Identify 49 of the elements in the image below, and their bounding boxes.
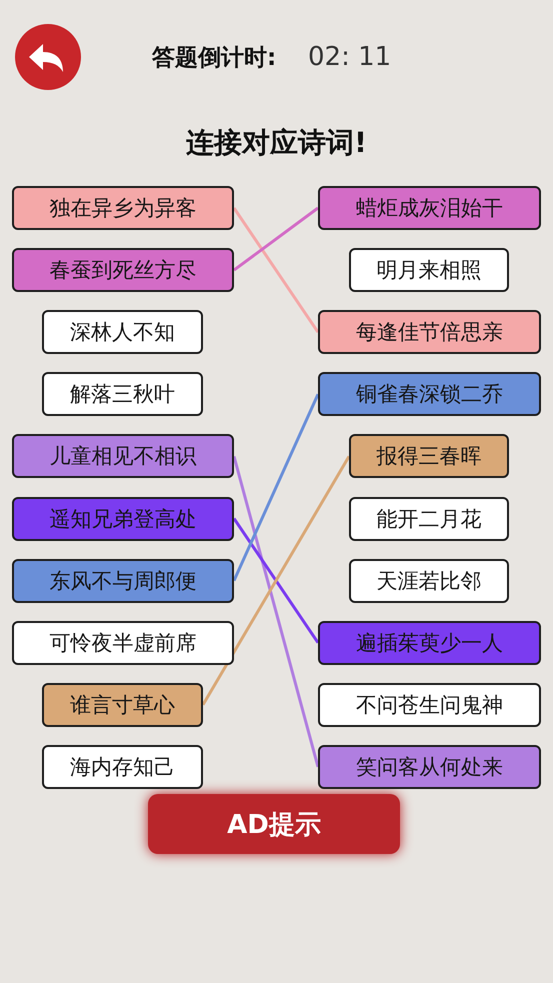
poem-line: 遍插茱萸少一人	[356, 630, 503, 657]
answer-card	[318, 186, 541, 230]
answer-card	[349, 434, 509, 478]
answer-card	[12, 434, 234, 478]
connector-line	[232, 207, 320, 334]
connector-line	[232, 518, 320, 644]
poem-line: 报得三春晖	[376, 443, 482, 470]
answer-card	[318, 682, 541, 727]
answer-card	[12, 558, 234, 603]
poem-line: 独在异乡为异客	[50, 195, 196, 222]
hint-button: AD提示	[148, 794, 400, 854]
poem-line: 每逢佳节倍思亲	[356, 319, 503, 346]
poem-line: 可怜夜半虚前席	[50, 630, 196, 657]
poem-line: 明月来相照	[376, 257, 482, 284]
timer-label: 答题倒计时:	[152, 44, 276, 73]
answer-card	[318, 620, 541, 665]
poem-line: 深林人不知	[70, 319, 175, 346]
answer-card	[349, 558, 509, 603]
poem-line: 海内存知己	[70, 754, 175, 781]
poem-line: 春蚕到死丝方尽	[50, 257, 196, 284]
answer-card	[12, 186, 234, 230]
poem-line: 解落三秋叶	[70, 381, 175, 408]
poem-line: 铜雀春深锁二乔	[356, 381, 503, 408]
connector-line	[232, 456, 320, 768]
poem-line: 谁言寸草心	[70, 692, 175, 719]
answer-card	[42, 744, 203, 789]
poem-line: 东风不与周郎便	[50, 568, 196, 595]
heading: 连接对应诗词!	[185, 125, 368, 161]
poem-line: 笑问客从何处来	[356, 754, 503, 781]
answer-card	[12, 496, 234, 540]
answer-card	[12, 620, 234, 665]
connector-line	[202, 456, 350, 706]
poem-line: 遥知兄弟登高处	[50, 506, 196, 532]
poem-line: 蜡炬成灰泪始干	[356, 195, 503, 222]
answer-card	[42, 372, 203, 416]
poem-line: 不问苍生问鬼神	[356, 692, 503, 719]
answer-card	[318, 744, 541, 789]
answer-card	[349, 496, 509, 540]
answer-card	[42, 310, 203, 354]
answer-card	[349, 248, 509, 292]
connector-line	[232, 394, 320, 582]
answer-card	[318, 372, 541, 416]
poem-line: 儿童相见不相识	[50, 443, 196, 470]
answer-card	[12, 248, 234, 292]
timer-value: 02: 11	[308, 42, 392, 72]
answer-card	[42, 682, 203, 727]
answer-card	[318, 310, 541, 354]
poem-line: 能开二月花	[376, 506, 482, 532]
poem-line: 天涯若比邻	[376, 568, 482, 595]
